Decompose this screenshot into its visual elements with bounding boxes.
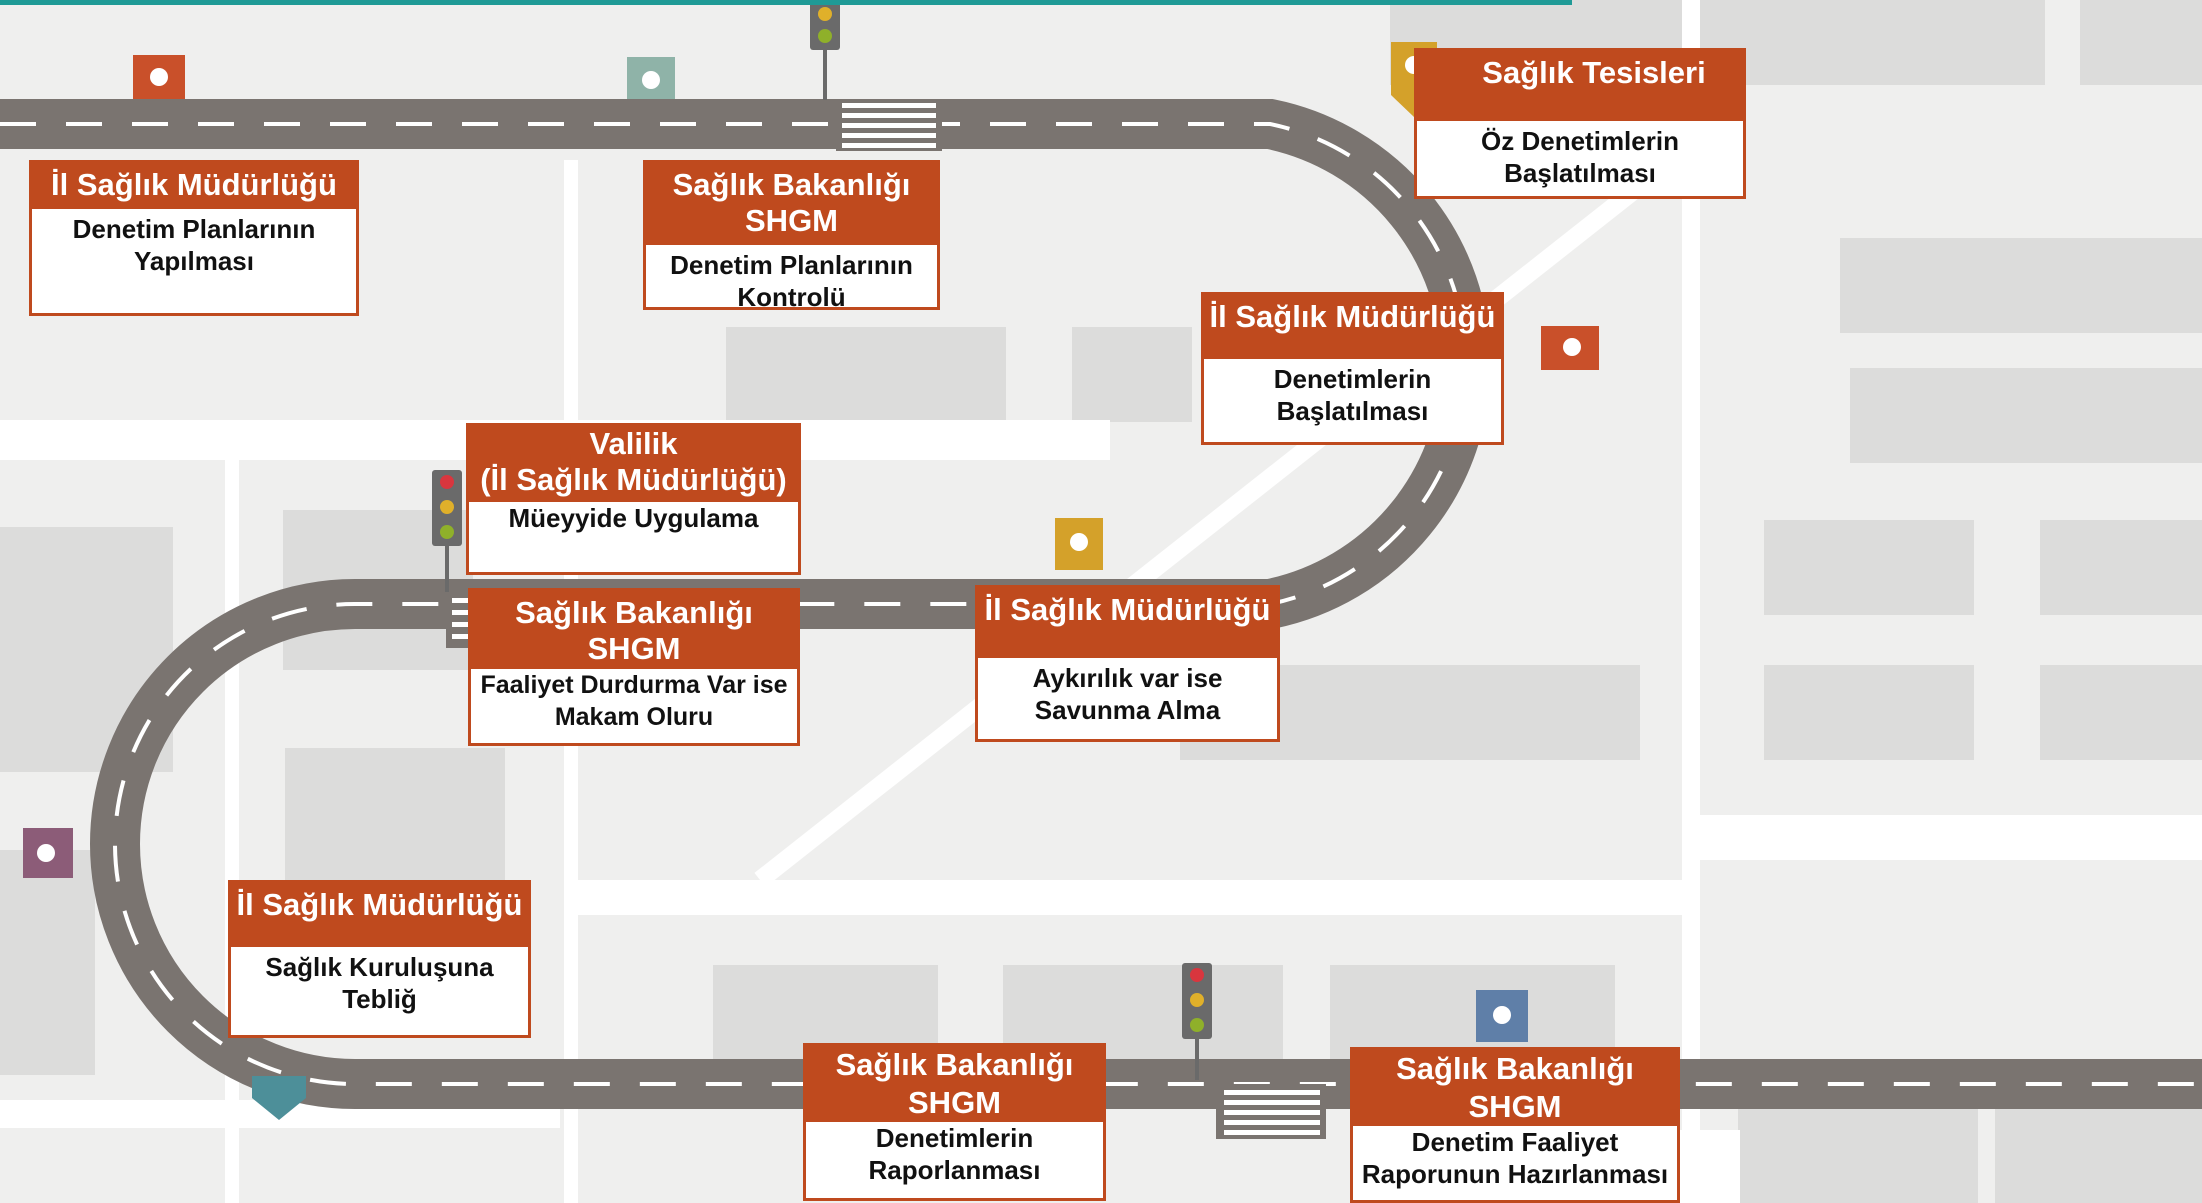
step-organization: İl Sağlık Müdürlüğü: [231, 883, 528, 947]
map-pin-icon: [1541, 326, 1599, 370]
map-pin-icon: [627, 57, 675, 99]
step-organization: Valilik (İl Sağlık Müdürlüğü): [469, 426, 798, 502]
step-task: Denetimlerin Raporlanması: [868, 1123, 1041, 1185]
road-lane-markings: [0, 122, 2202, 1086]
map-pin-icon: [1476, 990, 1528, 1042]
step-task: Faaliyet Durdurma Var ise Makam Oluru: [480, 671, 788, 731]
step-organization: Sağlık Bakanlığı SHGM: [1353, 1050, 1677, 1126]
traffic-light-icon: [1182, 963, 1212, 1080]
step-organization: İl Sağlık Müdürlüğü: [32, 163, 356, 209]
step-organization: İl Sağlık Müdürlüğü: [1204, 295, 1501, 359]
step-task: Denetimlerin Başlatılması: [1273, 364, 1432, 426]
step-card: İl Sağlık Müdürlüğü Denetim Planlarının …: [29, 160, 359, 316]
step-card: İl Sağlık Müdürlüğü Aykırılık var ise Sa…: [975, 585, 1280, 742]
top-accent-bar: [0, 0, 1572, 5]
step-organization: Sağlık Bakanlığı SHGM: [646, 163, 937, 245]
step-task: Denetim Faaliyet Raporunun Hazırlanması: [1361, 1127, 1669, 1189]
step-organization: Sağlık Bakanlığı SHGM: [471, 591, 797, 669]
step-task: Sağlık Kuruluşuna Tebliğ: [265, 952, 494, 1014]
step-card: Sağlık Bakanlığı SHGM Denetimlerin Rapor…: [803, 1043, 1106, 1201]
step-task: Aykırılık var ise Savunma Alma: [1032, 663, 1223, 725]
step-card: Sağlık Bakanlığı SHGM Faaliyet Durdurma …: [468, 588, 800, 746]
crosswalk-icon: [836, 99, 942, 151]
traffic-light-icon: [810, 0, 840, 100]
step-task: Öz Denetimlerin Başlatılması: [1481, 126, 1679, 188]
map-pin-icon: [1055, 518, 1103, 570]
step-card: İl Sağlık Müdürlüğü Denetimlerin Başlatı…: [1201, 292, 1504, 445]
step-card: Sağlık Tesisleri Öz Denetimlerin Başlatı…: [1414, 48, 1746, 199]
traffic-light-icon: [432, 470, 462, 592]
step-organization: İl Sağlık Müdürlüğü: [978, 588, 1277, 658]
step-card: İl Sağlık Müdürlüğü Sağlık Kuruluşuna Te…: [228, 880, 531, 1038]
crosswalk-icon: [1216, 1084, 1326, 1139]
step-card: Sağlık Bakanlığı SHGM Denetim Planlarını…: [643, 160, 940, 310]
map-diagonal-street: [754, 162, 1666, 888]
step-task: Müeyyide Uygulama: [508, 503, 759, 533]
step-task: Denetim Planlarının Yapılması: [72, 214, 316, 276]
step-organization: Sağlık Tesisleri: [1417, 51, 1743, 121]
step-organization: Sağlık Bakanlığı SHGM: [806, 1046, 1103, 1122]
map-pin-icon: [252, 1076, 306, 1120]
map-pin-icon: [133, 55, 185, 99]
map-pin-icon: [23, 828, 73, 878]
step-task: Denetim Planlarının Kontrolü: [670, 250, 913, 310]
step-card: Sağlık Bakanlığı SHGM Denetim Faaliyet R…: [1350, 1047, 1680, 1203]
step-card: Valilik (İl Sağlık Müdürlüğü) Müeyyide U…: [466, 423, 801, 575]
